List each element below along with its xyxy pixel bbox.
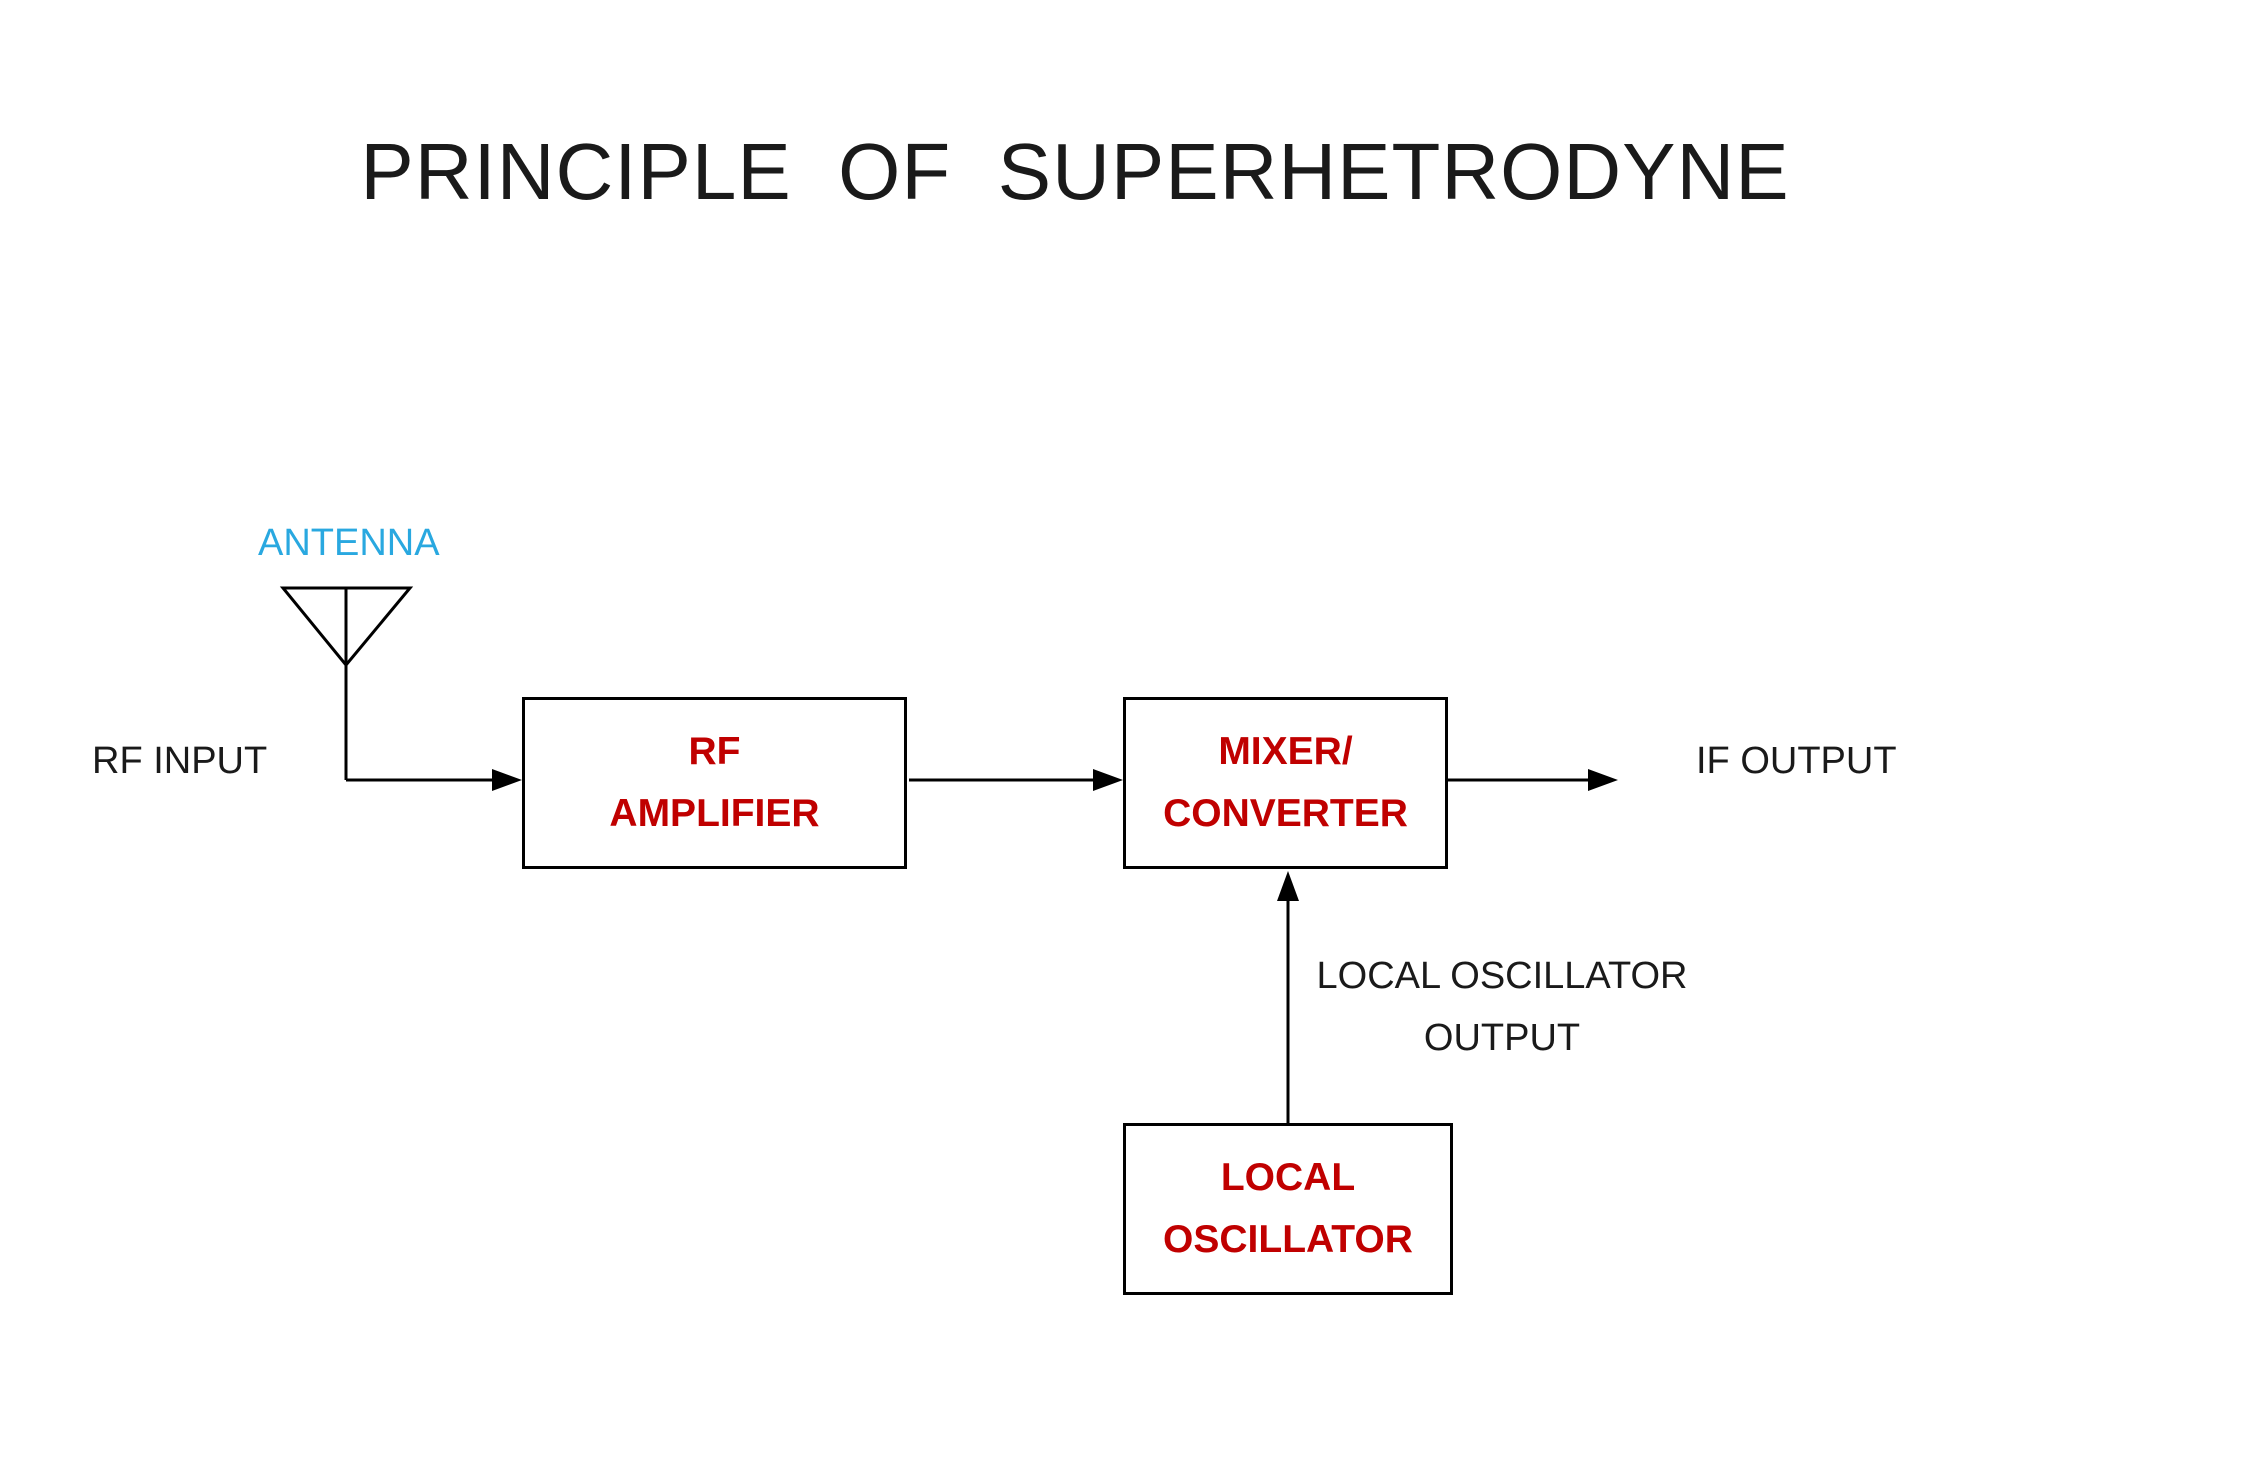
block-mixer-converter-line2: CONVERTER [1163,792,1408,835]
block-mixer-converter: MIXER/ CONVERTER [1123,697,1448,869]
block-rf-amplifier-line2: AMPLIFIER [609,792,820,835]
rf-to-mixer-arrow [909,769,1123,791]
local-oscillator-output-label-line2: OUTPUT [1423,1017,1581,1059]
if-output-label: IF OUTPUT [1696,740,1897,782]
lo-to-mixer-arrow [1277,871,1299,1123]
block-local-oscillator-line1: LOCAL [1220,1156,1356,1199]
block-local-oscillator-line2: OSCILLATOR [1163,1218,1413,1261]
mixer-to-if-arrow [1448,769,1618,791]
antenna-icon [279,586,414,780]
block-mixer-converter-line1: MIXER/ [1218,730,1353,773]
rf-input-arrow [346,769,522,791]
rf-input-label: RF INPUT [92,740,268,782]
diagram-title: PRINCIPLE OF SUPERHETRODYNE [360,127,1790,216]
local-oscillator-output-label-line1: LOCAL OSCILLATOR [1316,955,1688,997]
block-local-oscillator: LOCAL OSCILLATOR [1123,1123,1453,1295]
block-rf-amplifier-line1: RF [688,730,741,773]
antenna-label: ANTENNA [258,522,440,564]
local-oscillator-output-label: LOCAL OSCILLATOR OUTPUT [1310,945,1694,1069]
block-rf-amplifier: RF AMPLIFIER [522,697,907,869]
